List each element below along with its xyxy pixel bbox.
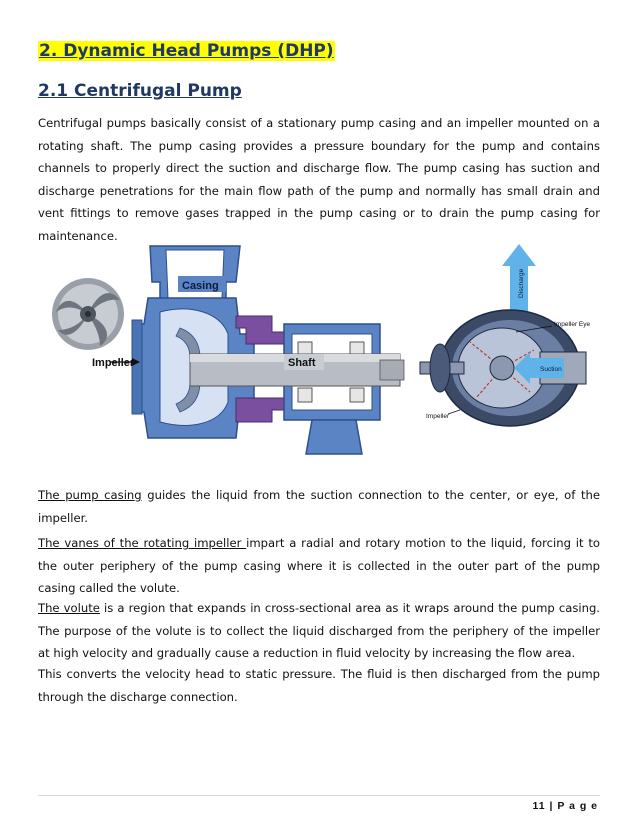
page-number: 11 | P a g e [532, 800, 598, 812]
paragraph-impeller-vanes: The vanes of the rotating impeller impar… [38, 532, 600, 600]
footer-divider [38, 795, 600, 796]
volute-text: is a region that expands in cross-sectio… [38, 601, 600, 660]
pump-cutaway-3d [419, 244, 587, 427]
pump-casing-text: guides the liquid from the suction conne… [38, 488, 600, 525]
paragraph-volute: The volute is a region that expands in c… [38, 597, 600, 665]
section-heading: 2. Dynamic Head Pumps (DHP) [38, 40, 335, 62]
subsection-heading: 2.1 Centrifugal Pump [38, 81, 242, 101]
suction-label: Suction [540, 366, 562, 373]
intro-paragraph: Centrifugal pumps basically consist of a… [38, 116, 600, 243]
paragraph-converts: This converts the velocity head to stati… [38, 667, 600, 704]
term-impeller-vanes: The vanes of the rotating impeller [38, 536, 247, 550]
shaft-label: Shaft [288, 357, 316, 369]
paragraph-pump-casing: The pump casing guides the liquid from t… [38, 484, 600, 529]
impeller-eye-label: Impeller Eye [554, 321, 591, 328]
impeller-label: Impeller [92, 357, 135, 369]
pump-figure: Casing Impeller Shaft [52, 244, 591, 455]
casing-label-box: Casing [178, 276, 226, 292]
casing-label: Casing [182, 280, 219, 292]
section-heading-text: 2. Dynamic Head Pumps (DHP) [38, 41, 335, 61]
impeller-vanes-text: impart a radial and rotary motion to the… [38, 536, 600, 595]
term-pump-casing: The pump casing [38, 488, 142, 502]
shaft-label-box: Shaft [284, 354, 324, 370]
term-volute: The volute [38, 601, 100, 615]
impeller-small-label: Impeller [426, 413, 450, 420]
discharge-label: Discharge [518, 268, 525, 298]
impeller-photo [52, 278, 124, 350]
pump-cross-section [110, 245, 405, 455]
